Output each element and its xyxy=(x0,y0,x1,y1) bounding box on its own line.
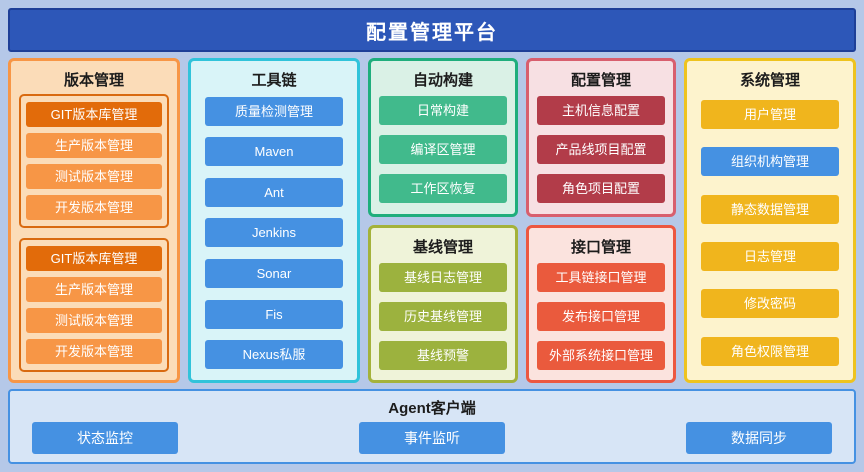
node-baseline-log: 基线日志管理 xyxy=(379,262,507,292)
node-dev-version-2: 开发版本管理 xyxy=(26,339,162,364)
autobuild-items: 日常构建 编译区管理 工作区恢复 xyxy=(379,94,507,206)
panel-title-baseline: 基线管理 xyxy=(412,238,473,256)
node-log-mgmt: 日志管理 xyxy=(701,242,839,272)
panel-title-system: 系统管理 xyxy=(739,72,800,89)
toolchain-items: 质量检测管理 Maven Ant Jenkins Sonar Fis Nexus… xyxy=(199,94,349,372)
panel-agent-client: Agent客户端 状态监控 事件监听 数据同步 xyxy=(8,389,856,464)
node-product-line-config: 产品线项目配置 xyxy=(537,135,665,165)
node-user-mgmt: 用户管理 xyxy=(701,100,839,130)
version-groups: GIT版本库管理 生产版本管理 测试版本管理 开发版本管理 GIT版本库管理 生… xyxy=(19,94,169,372)
node-toolchain-api: 工具链接口管理 xyxy=(537,262,665,292)
node-test-version-2: 测试版本管理 xyxy=(26,308,162,333)
node-role-project-config: 角色项目配置 xyxy=(537,174,665,204)
node-change-password: 修改密码 xyxy=(701,289,839,319)
node-data-sync: 数据同步 xyxy=(686,422,832,454)
panel-baseline-management: 基线管理 基线日志管理 历史基线管理 基线预警 xyxy=(368,224,518,383)
node-role-permission: 角色权限管理 xyxy=(701,336,839,366)
platform-title: 配置管理平台 xyxy=(366,21,498,44)
node-event-listen: 事件监听 xyxy=(359,422,505,454)
node-test-version-1: 测试版本管理 xyxy=(26,164,162,189)
node-status-monitor: 状态监控 xyxy=(32,422,178,454)
node-dev-version-1: 开发版本管理 xyxy=(26,195,162,220)
system-items: 用户管理 组织机构管理 静态数据管理 日志管理 修改密码 角色权限管理 xyxy=(695,94,845,372)
node-ant: Ant xyxy=(205,177,343,207)
node-quality-check: 质量检测管理 xyxy=(205,96,343,126)
version-group-1: GIT版本库管理 生产版本管理 测试版本管理 开发版本管理 xyxy=(19,94,169,228)
node-prod-version-2: 生产版本管理 xyxy=(26,277,162,302)
node-org-mgmt: 组织机构管理 xyxy=(701,147,839,177)
node-git-repo-1: GIT版本库管理 xyxy=(26,102,162,127)
panel-title-agent: Agent客户端 xyxy=(388,400,476,417)
node-baseline-history: 历史基线管理 xyxy=(379,301,507,331)
node-compile-area: 编译区管理 xyxy=(379,135,507,165)
node-git-repo-2: GIT版本库管理 xyxy=(26,246,162,271)
node-publish-api: 发布接口管理 xyxy=(537,301,665,331)
node-static-data: 静态数据管理 xyxy=(701,194,839,224)
node-fis: Fis xyxy=(205,299,343,329)
panel-title-autobuild: 自动构建 xyxy=(412,72,473,89)
agent-items: 状态监控 事件监听 数据同步 xyxy=(32,422,832,454)
config-items: 主机信息配置 产品线项目配置 角色项目配置 xyxy=(537,94,665,206)
node-workspace-restore: 工作区恢复 xyxy=(379,174,507,204)
panel-auto-build: 自动构建 日常构建 编译区管理 工作区恢复 xyxy=(368,58,518,217)
node-daily-build: 日常构建 xyxy=(379,96,507,126)
panel-toolchain: 工具链 质量检测管理 Maven Ant Jenkins Sonar Fis N… xyxy=(188,58,360,383)
version-group-2: GIT版本库管理 生产版本管理 测试版本管理 开发版本管理 xyxy=(19,238,169,372)
panel-title-toolchain: 工具链 xyxy=(251,72,297,89)
node-host-config: 主机信息配置 xyxy=(537,96,665,126)
panel-title-interface: 接口管理 xyxy=(570,238,631,256)
interface-items: 工具链接口管理 发布接口管理 外部系统接口管理 xyxy=(537,261,665,373)
platform-title-bar: 配置管理平台 xyxy=(8,8,856,52)
column-config-interface: 配置管理 主机信息配置 产品线项目配置 角色项目配置 接口管理 工具链接口管理 … xyxy=(526,58,676,383)
node-external-api: 外部系统接口管理 xyxy=(537,340,665,370)
panel-title-version: 版本管理 xyxy=(63,72,124,89)
panel-version-management: 版本管理 GIT版本库管理 生产版本管理 测试版本管理 开发版本管理 GIT版本… xyxy=(8,58,180,383)
baseline-items: 基线日志管理 历史基线管理 基线预警 xyxy=(379,261,507,373)
node-baseline-alert: 基线预警 xyxy=(379,340,507,370)
column-build-baseline: 自动构建 日常构建 编译区管理 工作区恢复 基线管理 基线日志管理 历史基线管理… xyxy=(368,58,518,383)
node-sonar: Sonar xyxy=(205,259,343,289)
node-nexus: Nexus私服 xyxy=(205,340,343,370)
node-prod-version-1: 生产版本管理 xyxy=(26,133,162,158)
node-maven: Maven xyxy=(205,137,343,167)
node-jenkins: Jenkins xyxy=(205,218,343,248)
panel-config-management: 配置管理 主机信息配置 产品线项目配置 角色项目配置 xyxy=(526,58,676,217)
panel-system-management: 系统管理 用户管理 组织机构管理 静态数据管理 日志管理 修改密码 角色权限管理 xyxy=(684,58,856,383)
panel-interface-management: 接口管理 工具链接口管理 发布接口管理 外部系统接口管理 xyxy=(526,224,676,383)
module-board: 版本管理 GIT版本库管理 生产版本管理 测试版本管理 开发版本管理 GIT版本… xyxy=(8,58,856,383)
panel-title-config: 配置管理 xyxy=(570,72,631,89)
